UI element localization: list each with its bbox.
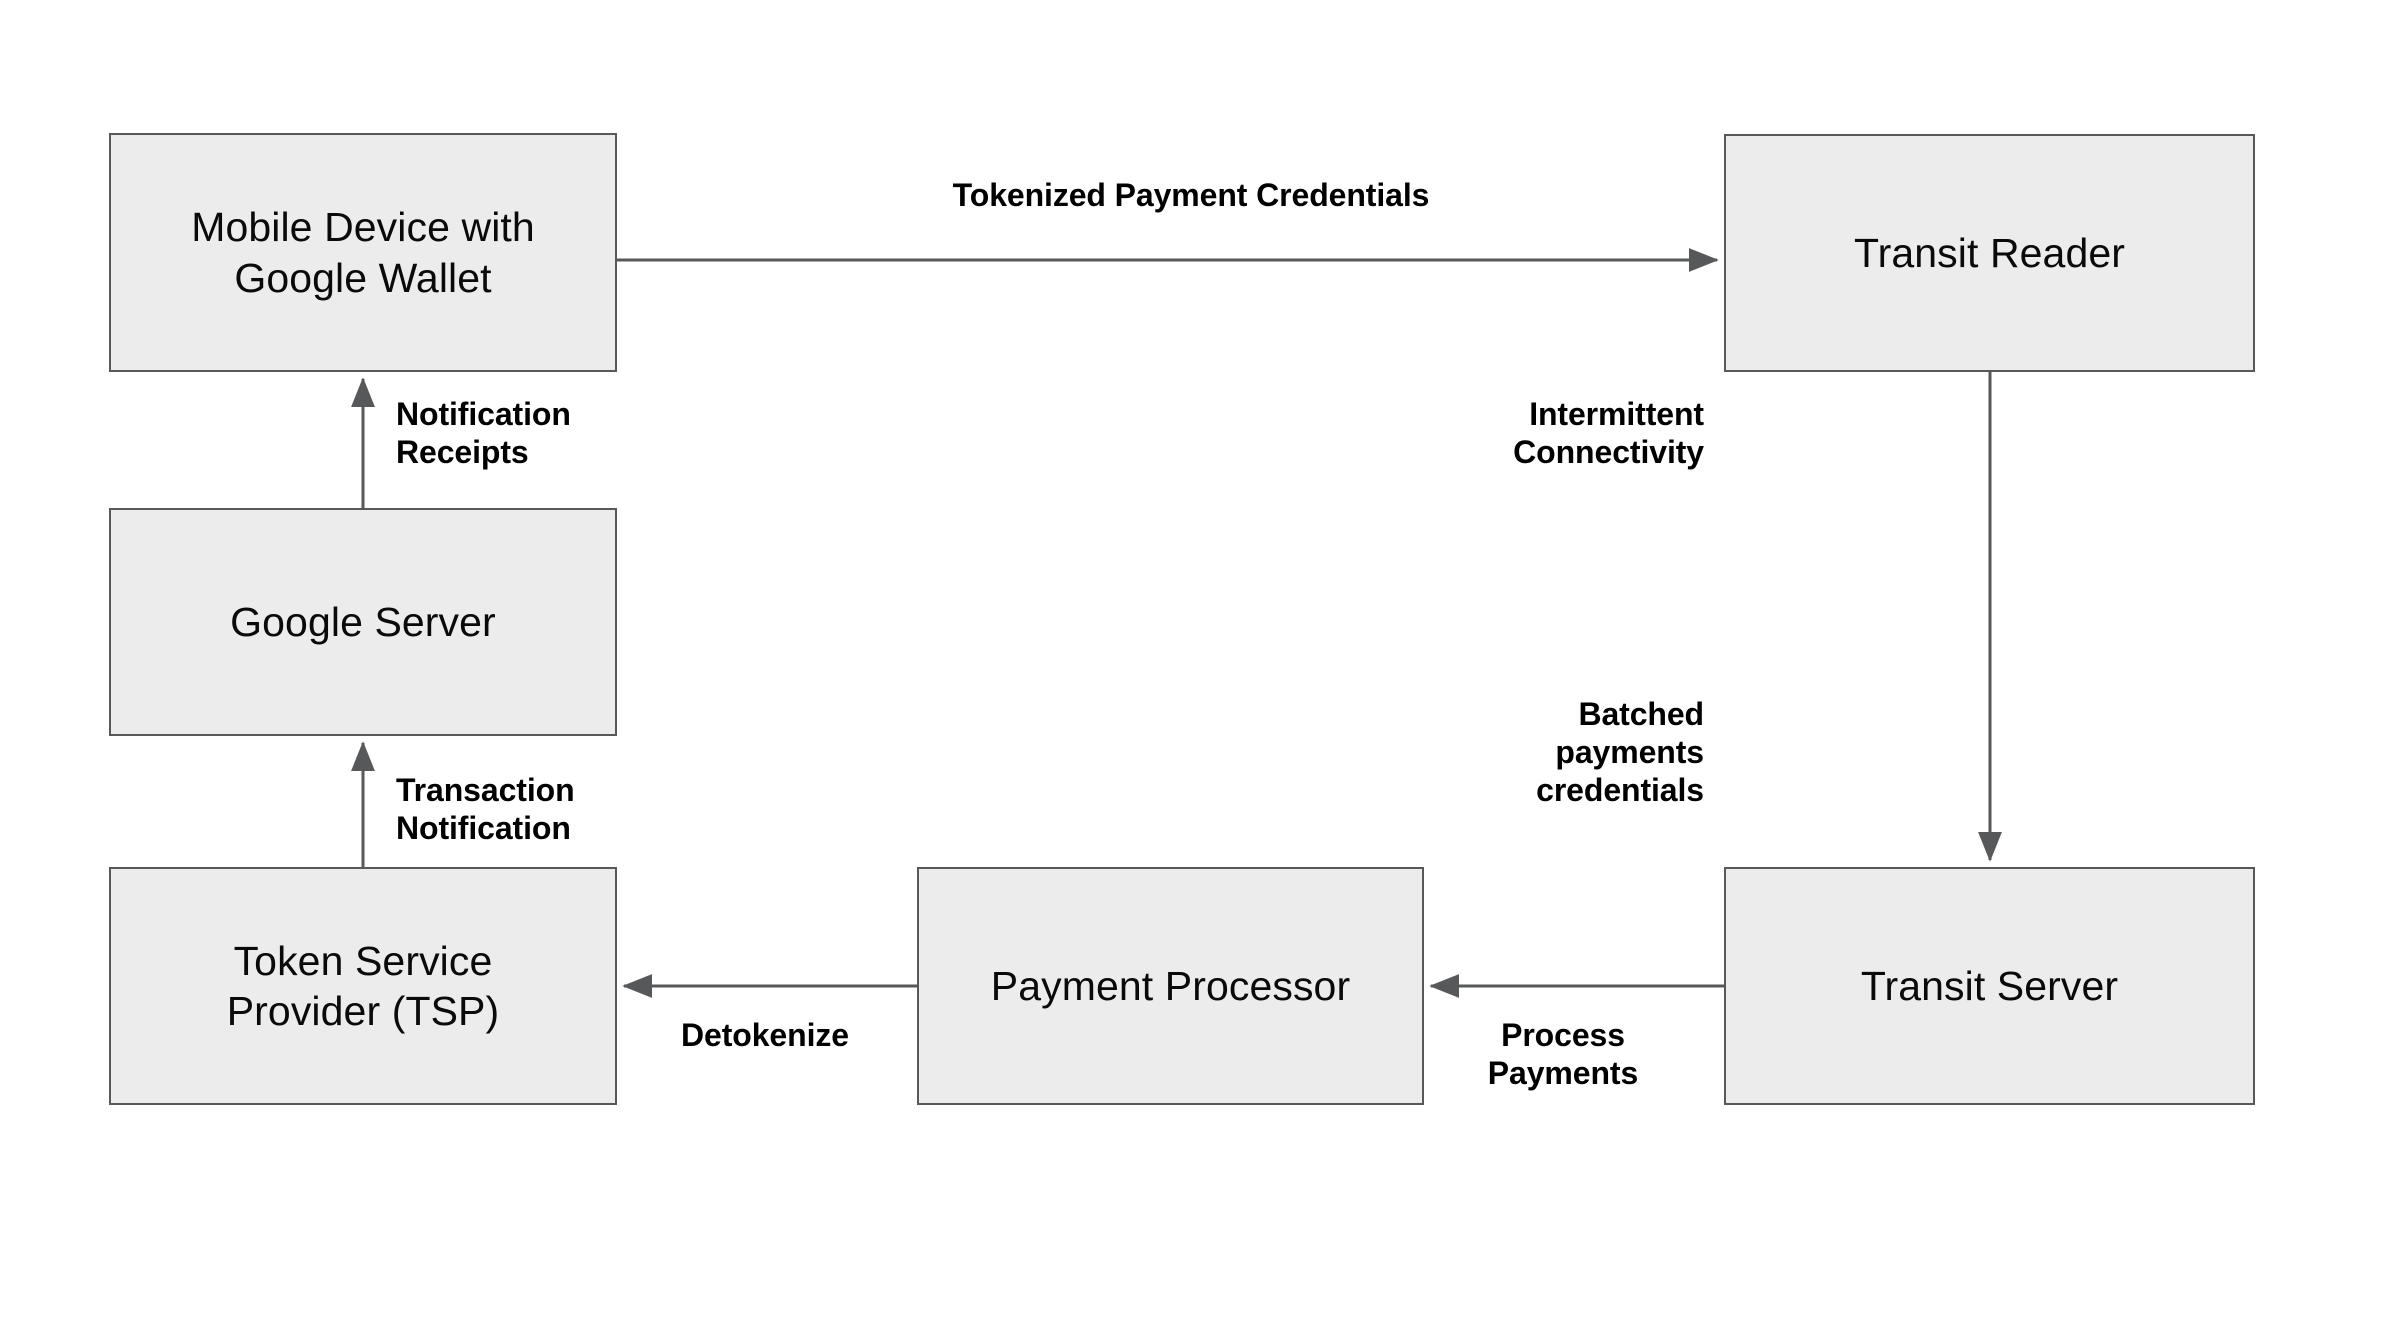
node-transit-reader[interactable]: Transit Reader: [1724, 134, 2255, 372]
node-payment-processor[interactable]: Payment Processor: [917, 867, 1424, 1105]
edge-label-intermittent-connectivity: Intermittent Connectivity: [1513, 396, 1704, 470]
edge-label-tokenized-payment-credentials: Tokenized Payment Credentials: [952, 177, 1430, 213]
edge-label-transaction-notification: Transaction Notification: [396, 772, 575, 846]
edge-label-batched-payments-credentials: Batched payments credentials: [1536, 696, 1704, 808]
edge-label-process-payments: Process Payments: [1487, 1017, 1639, 1091]
edge-label-detokenize: Detokenize: [681, 1017, 849, 1053]
edge-label-notification-receipts: Notification Receipts: [396, 396, 571, 470]
node-google-server[interactable]: Google Server: [109, 508, 617, 736]
node-transit-server[interactable]: Transit Server: [1724, 867, 2255, 1105]
node-mobile-device-with-google-wallet[interactable]: Mobile Device with Google Wallet: [109, 133, 617, 372]
node-token-service-provider[interactable]: Token Service Provider (TSP): [109, 867, 617, 1105]
